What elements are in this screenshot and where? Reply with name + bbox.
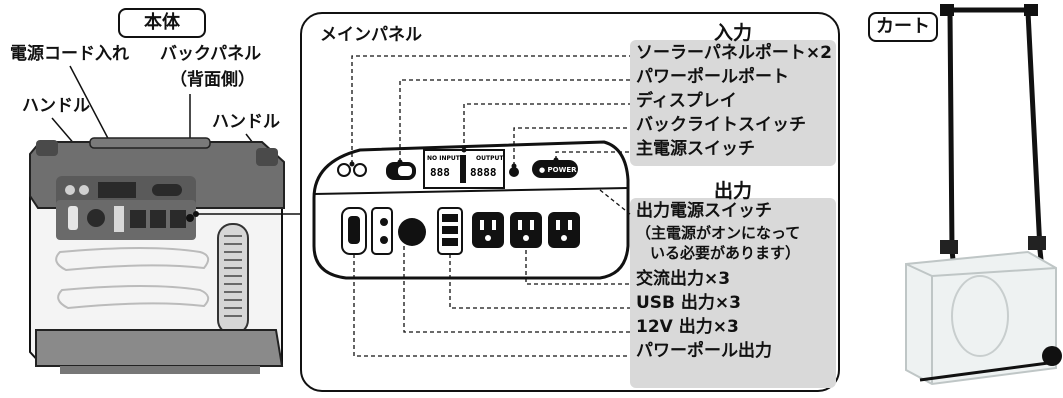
input-callout-powerpole-port: パワーポールポート xyxy=(636,67,789,87)
input-heading: 入力 xyxy=(714,22,753,44)
input-callout-backlight-switch: バックライトスイッチ xyxy=(636,115,806,135)
output-callout-switch: 出力電源スイッチ xyxy=(636,201,772,221)
power-cord-label: 電源コード入れ xyxy=(10,44,129,64)
output-callout-12v: 12V 出力×3 xyxy=(636,317,739,337)
main-unit-illustration xyxy=(29,65,300,374)
cart-illustration xyxy=(905,4,1062,386)
cart-tag-label: カート xyxy=(876,16,930,37)
output-callouts-block xyxy=(630,198,836,388)
main-unit-tag: 本体 xyxy=(118,8,206,38)
main-panel-title: メインパネル xyxy=(320,25,422,45)
input-callout-main-power-switch: 主電源スイッチ xyxy=(636,139,755,159)
input-callout-display: ディスプレイ xyxy=(636,91,737,111)
output-heading: 出力 xyxy=(714,180,753,202)
input-callouts-block xyxy=(630,40,836,166)
output-callout-powerpole: パワーポール出力 xyxy=(636,341,772,361)
output-callout-switch-note-2: いる必要があります） xyxy=(650,244,801,262)
main-panel-device: NO INPUT OUTPUT 888 8888 ● POWER xyxy=(312,55,631,357)
cart-tag: カート xyxy=(868,12,938,42)
power-button-text: ● POWER xyxy=(539,166,577,174)
input-callout-solar: ソーラーパネルポート×2 xyxy=(636,43,832,63)
output-callout-ac: 交流出力×3 xyxy=(636,269,731,289)
handle-right-label: ハンドル xyxy=(212,112,280,132)
display-output-text: OUTPUT xyxy=(476,155,504,162)
handle-left-label: ハンドル xyxy=(22,96,90,116)
display-no-input-text: NO INPUT xyxy=(427,155,461,162)
output-callout-switch-note-1: （主電源がオンになって xyxy=(636,224,801,242)
back-panel-label: バックパネル xyxy=(160,44,262,64)
output-callout-usb: USB 出力×3 xyxy=(636,293,741,313)
display-digits-left: 888 xyxy=(430,166,450,179)
display-digits-right: 8888 xyxy=(470,166,497,179)
main-panel-frame xyxy=(300,12,840,392)
back-side-label: （背面側） xyxy=(170,70,255,90)
main-unit-tag-label: 本体 xyxy=(144,12,180,33)
